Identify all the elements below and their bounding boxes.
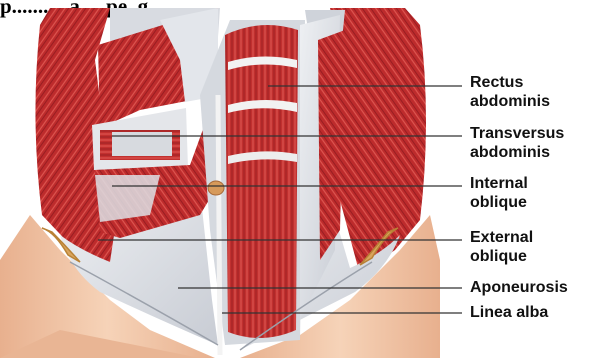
label-internal-oblique: Internal oblique [470,174,602,212]
label-rectus-abdominis: Rectus abdominis [470,73,602,111]
umbilicus [208,181,224,195]
label-line: oblique [470,247,602,266]
label-aponeurosis: Aponeurosis [470,278,602,297]
label-line: Rectus [470,73,602,92]
label-transversus-abdominis: Transversus abdominis [470,124,602,162]
label-line: oblique [470,193,602,212]
label-line: abdominis [470,92,602,111]
label-line: External [470,228,602,247]
rectus-abdominis [225,25,298,338]
linea-alba [218,95,220,355]
label-line: Aponeurosis [470,278,602,297]
label-line: Linea alba [470,303,602,322]
label-linea-alba: Linea alba [470,303,602,322]
label-external-oblique: External oblique [470,228,602,266]
right-flank-muscle [318,30,345,260]
label-line: Internal [470,174,602,193]
label-line: Transversus [470,124,602,143]
label-line: abdominis [470,143,602,162]
